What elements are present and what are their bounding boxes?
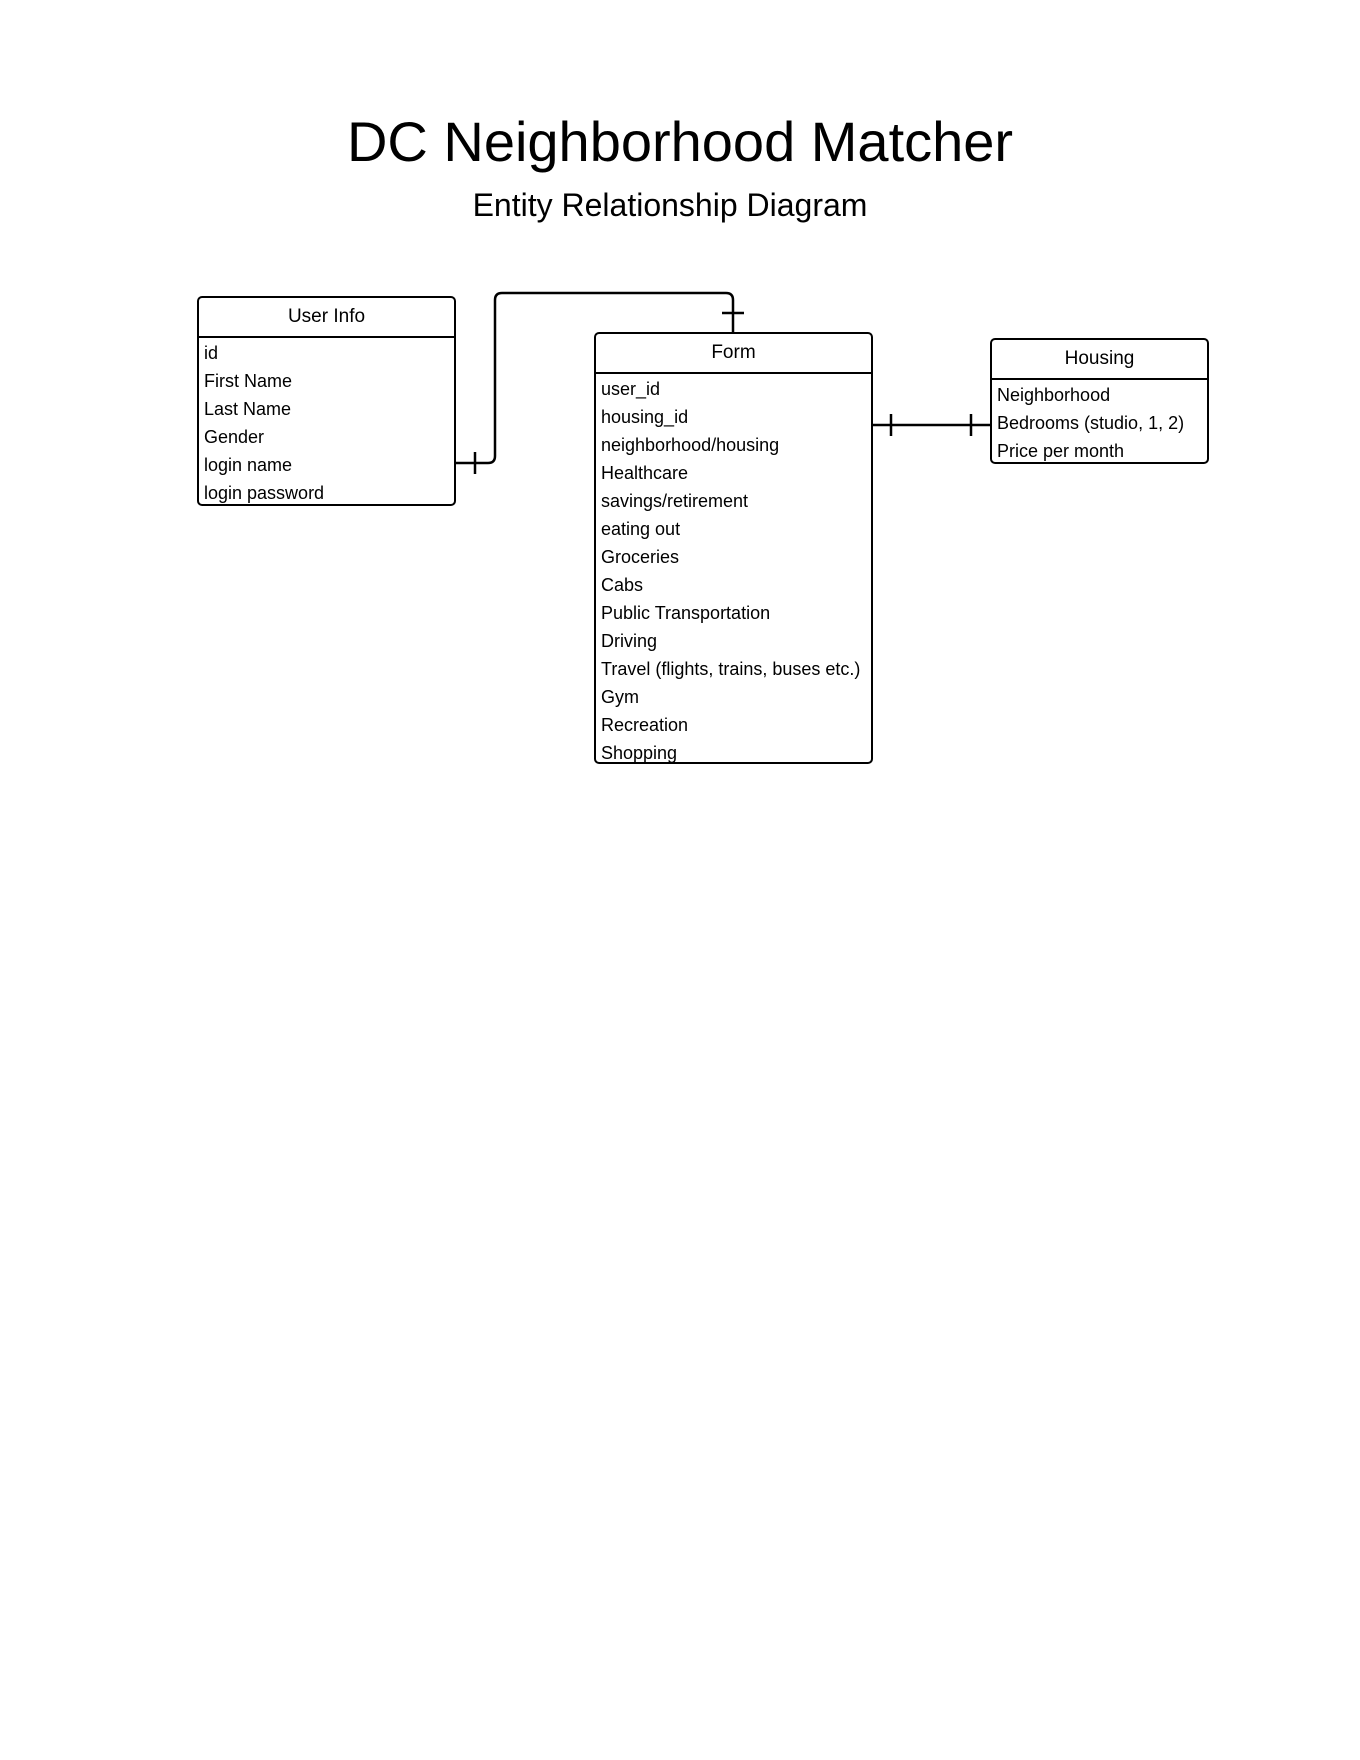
entity-field: housing_id xyxy=(601,407,689,427)
entity-field: Gym xyxy=(601,687,639,707)
entity-user-info: User Info id First Name Last Name Gender… xyxy=(197,296,456,506)
entity-field: Neighborhood xyxy=(997,385,1111,405)
entity-field: eating out xyxy=(601,519,681,539)
subtitle: Entity Relationship Diagram xyxy=(472,187,868,223)
entity-field: Healthcare xyxy=(601,463,689,483)
entity-field: savings/retirement xyxy=(601,491,749,511)
title: DC Neighborhood Matcher xyxy=(346,110,1014,173)
entity-housing: Housing Neighborhood Bedrooms (studio, 1… xyxy=(990,338,1209,464)
entity-field-list: user_id housing_id neighborhood/housing … xyxy=(596,374,871,767)
entity-field: Bedrooms (studio, 1, 2) xyxy=(997,413,1185,433)
entity-field: Recreation xyxy=(601,715,689,735)
entity-field: Last Name xyxy=(204,399,292,419)
entity-field: Price per month xyxy=(997,441,1125,461)
entity-field: Shopping xyxy=(601,743,678,763)
entity-field: Cabs xyxy=(601,575,644,595)
entity-header: User Info xyxy=(199,298,454,338)
entity-field: Driving xyxy=(601,631,658,651)
entity-field: First Name xyxy=(204,371,293,391)
entity-field: neighborhood/housing xyxy=(601,435,780,455)
relationship-line-user-info-form xyxy=(455,291,735,465)
entity-field-list: id First Name Last Name Gender login nam… xyxy=(199,338,454,507)
entity-field: Public Transportation xyxy=(601,603,771,623)
entity-field: login name xyxy=(204,455,293,475)
entity-header: Housing xyxy=(992,340,1207,380)
entity-header: Form xyxy=(596,334,871,374)
entity-form: Form user_id housing_id neighborhood/hou… xyxy=(594,332,873,764)
entity-field: Groceries xyxy=(601,547,680,567)
entity-field: user_id xyxy=(601,379,661,399)
entity-field: login password xyxy=(204,483,325,503)
entity-field: Travel (flights, trains, buses etc.) xyxy=(601,659,861,679)
entity-field-list: Neighborhood Bedrooms (studio, 1, 2) Pri… xyxy=(992,380,1207,465)
entity-field: Gender xyxy=(204,427,265,447)
entity-field: id xyxy=(204,343,219,363)
